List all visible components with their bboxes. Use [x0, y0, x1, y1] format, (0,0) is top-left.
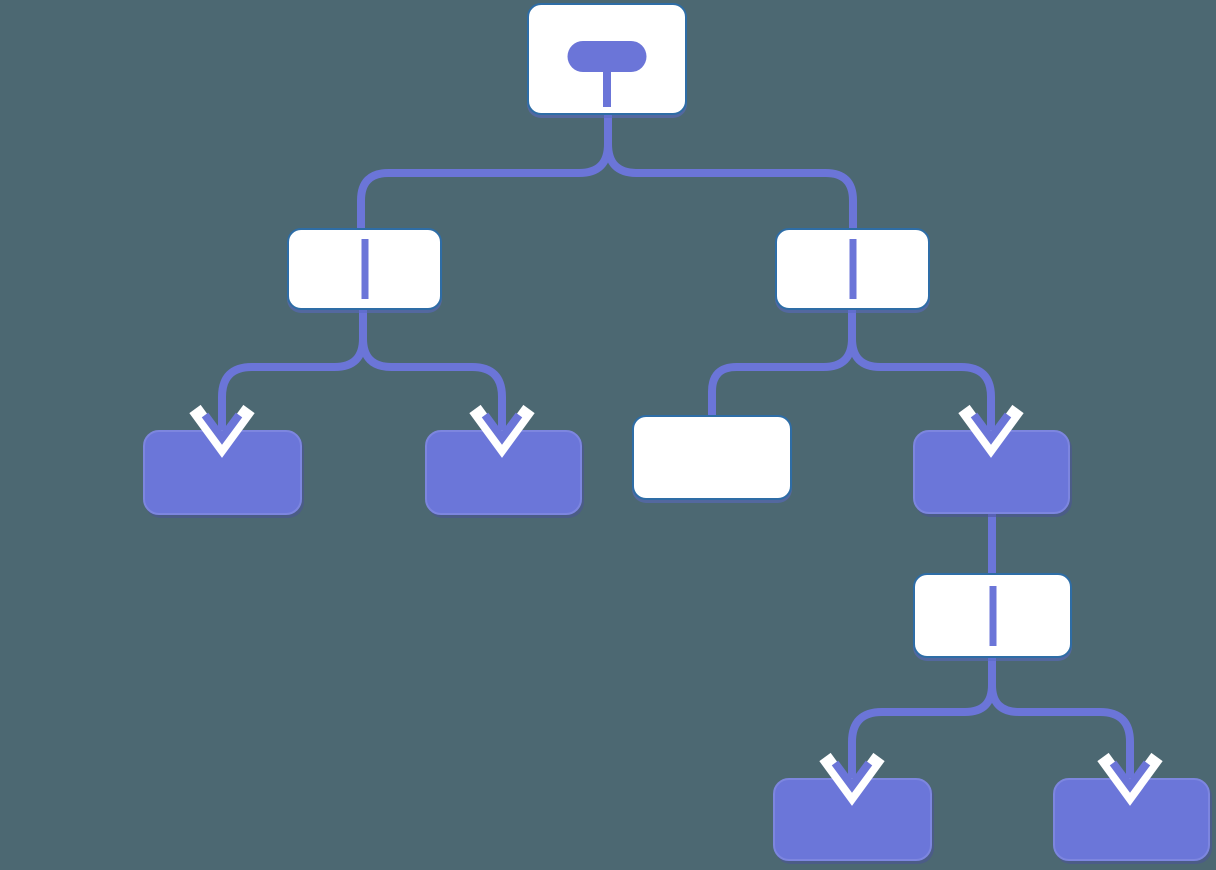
split-vertical-bar-icon	[361, 239, 368, 299]
split-left-node[interactable]	[287, 228, 442, 310]
action-5-node[interactable]	[1053, 778, 1210, 861]
split-right-node[interactable]	[775, 228, 930, 310]
placeholder-1-node[interactable]	[632, 415, 792, 500]
action-1-node[interactable]	[143, 430, 302, 515]
action-4-node[interactable]	[773, 778, 932, 861]
split-bottom-node[interactable]	[913, 573, 1072, 658]
root-node[interactable]	[527, 3, 687, 115]
root-pill-icon	[567, 41, 647, 72]
action-2-node[interactable]	[425, 430, 582, 515]
root-stem-icon	[603, 67, 611, 107]
action-3-node[interactable]	[913, 430, 1070, 514]
split-vertical-bar-icon	[849, 239, 856, 299]
split-vertical-bar-icon	[989, 585, 996, 646]
